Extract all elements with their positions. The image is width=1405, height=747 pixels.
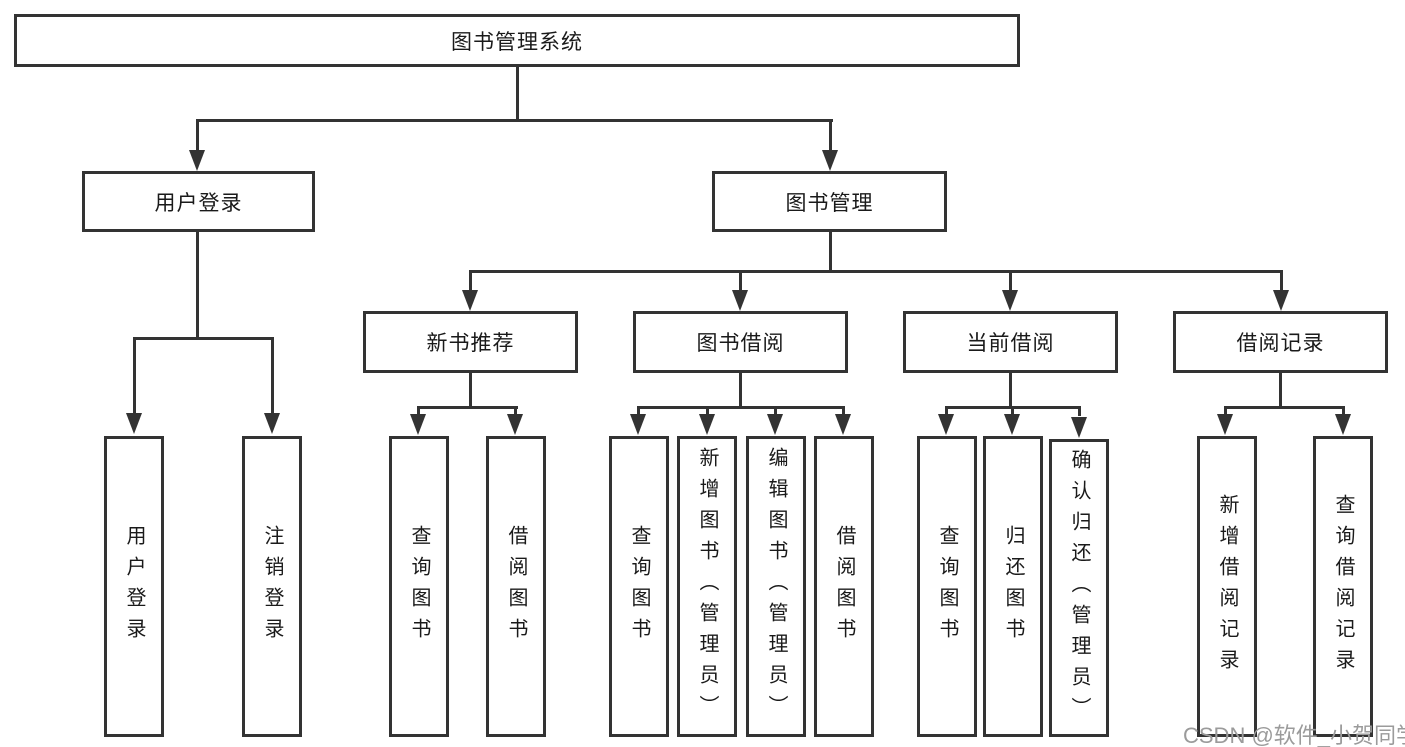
- connector-line: [1279, 373, 1282, 409]
- leaf-borrow-books-recommend: 借阅图书: [486, 436, 546, 737]
- leaf-user-login: 用户登录: [104, 436, 164, 737]
- connector-line: [1342, 406, 1345, 416]
- arrow-down-icon: [1004, 414, 1020, 435]
- connector-line: [1009, 270, 1012, 292]
- watermark-csdn: CSDN @软件_小贺同学: [1183, 723, 1405, 747]
- connector-line: [1224, 406, 1227, 416]
- connector-line: [829, 119, 832, 152]
- connector-line: [196, 119, 199, 152]
- leaf-edit-books-admin: 编辑图书（管理员）: [746, 436, 806, 737]
- arrow-down-icon: [1002, 290, 1018, 311]
- connector-line: [706, 406, 709, 416]
- leaf-add-borrow-record: 新增借阅记录: [1197, 436, 1257, 737]
- node-user-login: 用户登录: [82, 171, 315, 232]
- node-book-management: 图书管理: [712, 171, 947, 232]
- connector-line: [469, 270, 1283, 273]
- arrow-down-icon: [462, 290, 478, 311]
- connector-line: [1011, 406, 1014, 416]
- connector-line: [469, 270, 472, 292]
- leaf-return-books: 归还图书: [983, 436, 1043, 737]
- node-label: 当前借阅: [966, 332, 1055, 355]
- node-label: 查询图书: [936, 524, 958, 649]
- node-book-borrow: 图书借阅: [633, 311, 848, 373]
- node-label: 借阅图书: [833, 524, 855, 649]
- arrow-down-icon: [189, 150, 205, 171]
- arrow-down-icon: [835, 414, 851, 435]
- connector-line: [1224, 406, 1345, 409]
- node-label: 借阅图书: [505, 524, 527, 649]
- node-label: 用户登录: [123, 524, 145, 649]
- connector-line: [469, 373, 472, 409]
- arrow-down-icon: [1273, 290, 1289, 311]
- arrow-down-icon: [126, 413, 142, 434]
- connector-line: [1280, 270, 1283, 292]
- connector-line: [133, 337, 274, 340]
- connector-line: [417, 406, 420, 416]
- node-label: 新增借阅记录: [1216, 493, 1238, 680]
- node-new-book-recommend: 新书推荐: [363, 311, 578, 373]
- node-label: 归还图书: [1002, 524, 1024, 649]
- leaf-add-books-admin: 新增图书（管理员）: [677, 436, 737, 737]
- node-library-management-system: 图书管理系统: [14, 14, 1020, 67]
- connector-line: [417, 406, 518, 409]
- connector-line: [516, 67, 519, 122]
- arrow-down-icon: [507, 414, 523, 435]
- leaf-query-borrow-record: 查询借阅记录: [1313, 436, 1373, 737]
- node-label: 确认归还（管理员）: [1068, 448, 1090, 728]
- connector-line: [514, 406, 517, 416]
- node-label: 图书借阅: [696, 332, 785, 355]
- connector-line: [1009, 373, 1012, 409]
- connector-line: [196, 119, 833, 122]
- arrow-down-icon: [699, 414, 715, 435]
- node-label: 借阅记录: [1236, 332, 1325, 355]
- arrow-down-icon: [767, 414, 783, 435]
- arrow-down-icon: [1217, 414, 1233, 435]
- arrow-down-icon: [938, 414, 954, 435]
- arrow-down-icon: [410, 414, 426, 435]
- node-label: 查询图书: [408, 524, 430, 649]
- connector-line: [271, 337, 274, 415]
- leaf-query-books-borrow: 查询图书: [609, 436, 669, 737]
- connector-line: [774, 406, 777, 416]
- node-label: 图书管理: [785, 191, 874, 215]
- connector-line: [739, 373, 742, 409]
- node-borrow-records: 借阅记录: [1173, 311, 1388, 373]
- node-current-borrow: 当前借阅: [903, 311, 1118, 373]
- arrow-down-icon: [1335, 414, 1351, 435]
- leaf-borrow-books: 借阅图书: [814, 436, 874, 737]
- connector-line: [196, 232, 199, 340]
- connector-line: [637, 406, 845, 409]
- connector-line: [133, 337, 136, 415]
- node-label: 注销登录: [261, 524, 283, 649]
- arrow-down-icon: [822, 150, 838, 171]
- connector-line: [842, 406, 845, 416]
- arrow-down-icon: [630, 414, 646, 435]
- arrow-down-icon: [264, 413, 280, 434]
- leaf-logout: 注销登录: [242, 436, 302, 737]
- connector-line: [829, 232, 832, 273]
- connector-line: [739, 270, 742, 292]
- connector-line: [637, 406, 640, 416]
- connector-line: [945, 406, 948, 416]
- node-label: 新增图书（管理员）: [696, 447, 718, 726]
- arrow-down-icon: [1071, 417, 1087, 438]
- arrow-down-icon: [732, 290, 748, 311]
- connector-line: [1078, 406, 1081, 416]
- node-label: 图书管理系统: [451, 30, 583, 54]
- leaf-query-books-recommend: 查询图书: [389, 436, 449, 737]
- node-label: 新书推荐: [426, 332, 515, 355]
- leaf-confirm-return-admin: 确认归还（管理员）: [1049, 439, 1109, 737]
- node-label: 查询图书: [628, 524, 650, 649]
- leaf-query-books-current: 查询图书: [917, 436, 977, 737]
- node-label: 查询借阅记录: [1332, 493, 1354, 680]
- node-label: 编辑图书（管理员）: [765, 447, 787, 726]
- node-label: 用户登录: [154, 191, 243, 215]
